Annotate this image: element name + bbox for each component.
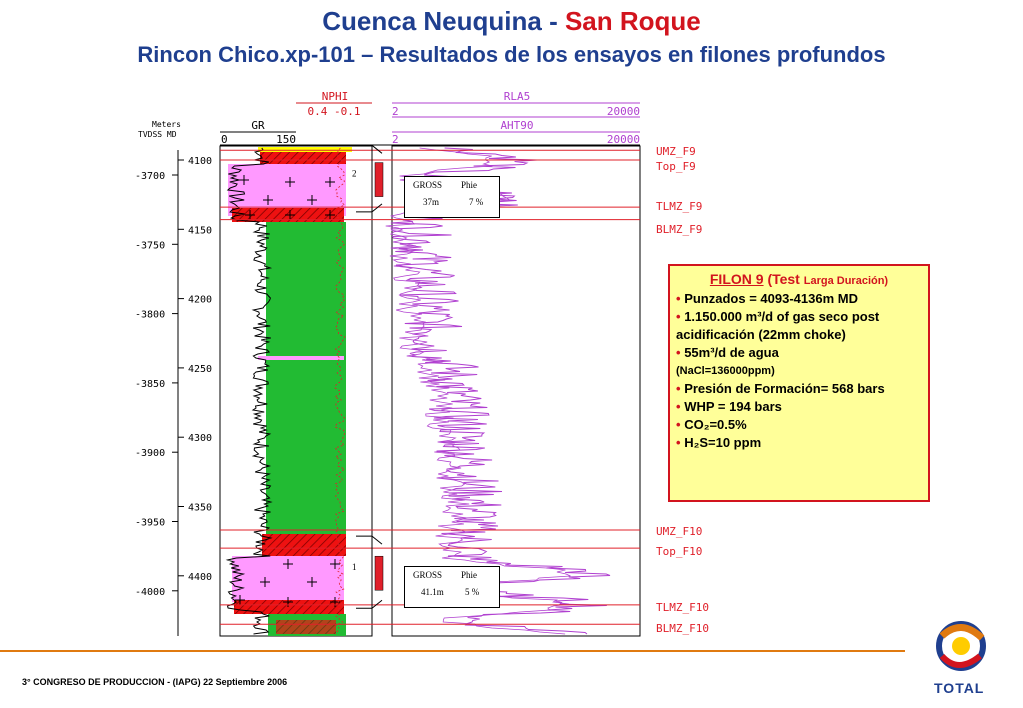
- pink-streak: [258, 356, 344, 360]
- result-item: • 55m³/d de agua: [676, 345, 779, 360]
- depth-columns-label: TVDSS MD: [138, 130, 177, 139]
- tvdss-tick-label: -3850: [135, 379, 165, 390]
- result-item: • H₂S=10 ppm: [676, 435, 762, 450]
- curve-headers: NPHI 0.4 -0.1 RLA5 2 20000 GR 0 150 AHT9…: [220, 90, 640, 146]
- nphi-header: NPHI: [322, 90, 349, 103]
- perforation-bar: [374, 162, 384, 197]
- aht90-curve: [385, 147, 571, 635]
- phie-value: 7 %: [469, 197, 484, 207]
- nphi-range: 0.4 -0.1: [308, 105, 361, 118]
- interval-arrow: [371, 535, 383, 609]
- marker-label: Top_F10: [656, 545, 702, 558]
- tvdss-tick-label: -3900: [135, 448, 165, 459]
- depth-ticks: 4100 4150 4200 4250 4300 4350 4400 -3700 -3750 -3…: [135, 156, 212, 598]
- resistivity-track-frame: [391, 145, 641, 637]
- tvdss-tick-label: -3750: [135, 240, 165, 251]
- title-basin: Cuenca Neuquina -: [322, 6, 565, 36]
- result-item: • Punzados = 4093-4136m MD: [676, 291, 858, 306]
- test-results-box: FILON 9 (Test Larga Duración) • Punzados…: [668, 264, 930, 502]
- tvdss-tick-label: -3700: [135, 171, 165, 182]
- phie-label: Phie: [461, 570, 478, 580]
- hatch-zone: [276, 620, 336, 634]
- gross-label: GROSS: [413, 180, 443, 190]
- test-results-header: FILON 9 (Test Larga Duración): [676, 270, 922, 290]
- interval-arrow: [371, 144, 383, 213]
- tvdss-tick-label: -4000: [135, 587, 165, 598]
- logo-text: TOTAL: [934, 680, 985, 696]
- gr-max: 150: [276, 133, 296, 146]
- result-item: (NaCl=136000ppm): [676, 365, 775, 377]
- filon-label: FILON 9: [709, 271, 764, 287]
- hatch-zone: [262, 534, 346, 556]
- gr-min: 0: [221, 133, 228, 146]
- md-tick-label: 4200: [188, 295, 212, 306]
- tvdss-tick-label: -3950: [135, 518, 165, 529]
- result-item: • CO₂=0.5%: [676, 417, 747, 432]
- marker-label: Top_F9: [656, 160, 696, 173]
- result-item: • Presión de Formación= 568 bars: [676, 381, 885, 396]
- interval-number: 1: [352, 562, 357, 572]
- md-tick-label: 4100: [188, 156, 212, 167]
- sand-zone: [266, 222, 346, 534]
- rla5-curve: [390, 147, 611, 635]
- total-logo-icon: [936, 621, 986, 671]
- marker-label: TLMZ_F9: [656, 200, 702, 213]
- interval-bracket: [356, 144, 373, 213]
- aht90-header: AHT90: [500, 119, 533, 132]
- hatch-zone: [260, 152, 346, 164]
- aht90-min: 2: [392, 133, 399, 146]
- aht90-max: 20000: [607, 133, 640, 146]
- hatch-zone: [234, 600, 344, 614]
- gross-label: GROSS: [413, 570, 443, 580]
- test-label: (Test: [767, 271, 800, 287]
- rla5-min: 2: [392, 105, 399, 118]
- md-tick-label: 4250: [188, 364, 212, 375]
- depth-units-label: Meters: [152, 120, 181, 129]
- marker-label: TLMZ_F10: [656, 601, 709, 614]
- rla5-max: 20000: [607, 105, 640, 118]
- result-item: • 1.150.000 m³/d of gas seco post acidif…: [676, 309, 880, 342]
- marker-label: UMZ_F10: [656, 525, 702, 538]
- gr-header: GR: [251, 119, 265, 132]
- md-tick-label: 4300: [188, 433, 212, 444]
- footer-divider: [0, 650, 905, 652]
- gross-value: 37m: [423, 197, 440, 207]
- title-field: San Roque: [564, 6, 701, 36]
- gross-box-filon9: GROSS Phie 37m 7 %: [404, 176, 500, 218]
- test-type-label: Larga Duración): [803, 275, 889, 287]
- rla5-header: RLA5: [504, 90, 531, 103]
- interval-bracket: [356, 535, 373, 609]
- marker-label: BLMZ_F10: [656, 622, 709, 635]
- phie-label: Phie: [461, 180, 478, 190]
- marker-label: UMZ_F9: [656, 145, 696, 158]
- lithology-fill: [228, 147, 352, 636]
- interval-number: 2: [352, 169, 357, 179]
- gross-value: 41.1m: [421, 587, 444, 597]
- tvdss-tick-label: -3800: [135, 310, 165, 321]
- md-tick-label: 4400: [188, 572, 212, 583]
- log-curves: [225, 147, 611, 635]
- test-intervals: 21: [352, 144, 384, 609]
- md-tick-label: 4350: [188, 503, 212, 514]
- gross-box-filon10: GROSS Phie 41.1m 5 %: [404, 566, 500, 608]
- footer-text: 3° CONGRESO DE PRODUCCION - (IAPG) 22 Se…: [22, 677, 288, 687]
- slide-subtitle: Rincon Chico.xp-101 – Resultados de los …: [137, 42, 886, 67]
- phie-value: 5 %: [465, 587, 480, 597]
- gr-curve: [225, 147, 273, 635]
- md-tick-label: 4150: [188, 225, 212, 236]
- perforation-bar: [374, 555, 384, 591]
- yellow-cap: [258, 147, 352, 152]
- marker-label: BLMZ_F9: [656, 223, 702, 236]
- slide-title: Cuenca Neuquina - San Roque: [0, 6, 1023, 37]
- result-item: • WHP = 194 bars: [676, 399, 782, 414]
